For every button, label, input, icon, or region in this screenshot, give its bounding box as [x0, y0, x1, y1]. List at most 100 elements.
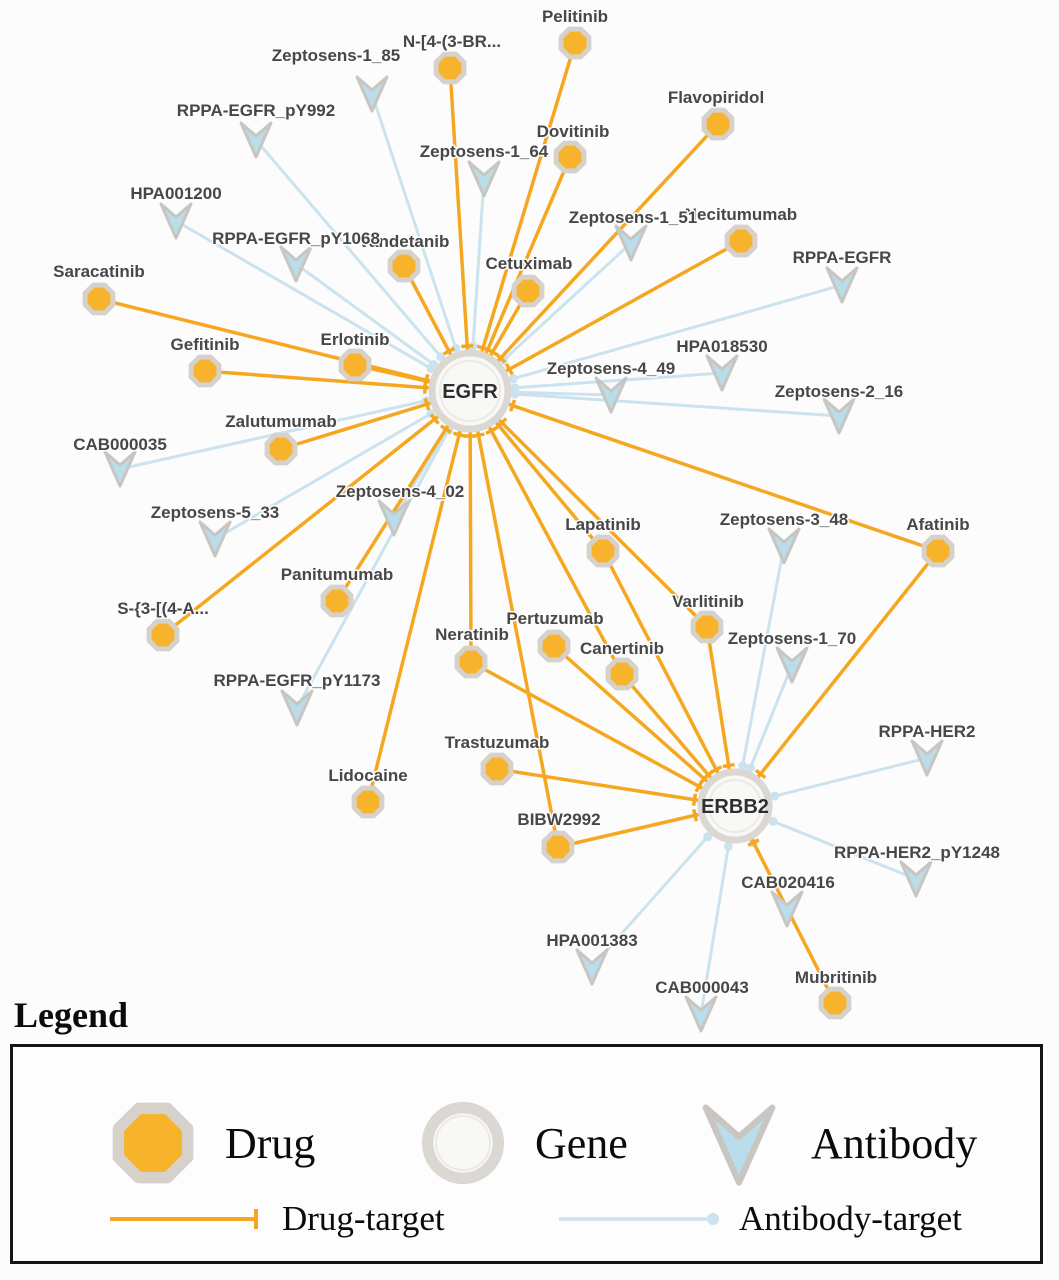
legend-box: Drug Gene Antibody Drug-target Antibody-…: [10, 1044, 1043, 1264]
node-hpa001383[interactable]: [575, 948, 609, 986]
node-flavopiridol[interactable]: [701, 107, 735, 141]
drug-target-tee: [504, 363, 514, 376]
node-dovitinib[interactable]: [553, 140, 587, 174]
node-pertuzumab[interactable]: [537, 629, 571, 663]
node-vandetanib[interactable]: [387, 249, 421, 283]
node-canertinib[interactable]: [605, 657, 639, 691]
legend-gene-label: Gene: [535, 1118, 628, 1168]
node-erbb2[interactable]: [697, 768, 773, 844]
drug-node-icon: [112, 1102, 194, 1184]
node-label: S-{3-[(4-A...: [117, 599, 209, 618]
node-z185[interactable]: [355, 75, 389, 113]
node-lapatinib[interactable]: [586, 534, 620, 568]
drug-target-edge: [448, 67, 474, 392]
node-afatinib[interactable]: [921, 534, 955, 568]
node-gefitinib[interactable]: [188, 354, 222, 388]
legend-item-gene: Gene: [411, 1091, 628, 1195]
node-bibw2992[interactable]: [541, 830, 575, 864]
drug-target-tee: [423, 374, 430, 388]
node-necitumumab[interactable]: [724, 224, 758, 258]
node-z151[interactable]: [614, 224, 648, 262]
node-z402[interactable]: [377, 499, 411, 537]
node-hpa001200[interactable]: [159, 202, 193, 240]
node-z348[interactable]: [767, 527, 801, 565]
node-neratinib[interactable]: [454, 645, 488, 679]
node-s34a[interactable]: [146, 618, 180, 652]
node-z533[interactable]: [198, 520, 232, 558]
drug-target-edge: [468, 390, 624, 675]
node-label: CAB000035: [73, 435, 167, 454]
node-mubritinib[interactable]: [818, 986, 852, 1020]
antibody-chevron-icon: [377, 499, 411, 537]
drug-octagon-icon: [701, 107, 735, 141]
node-label: HPA001200: [130, 184, 221, 203]
drug-octagon-icon: [553, 140, 587, 174]
node-erlotinib[interactable]: [338, 348, 372, 382]
node-pelitinib[interactable]: [558, 26, 592, 60]
node-z164[interactable]: [467, 160, 501, 198]
antibody-chevron-icon: [103, 450, 137, 488]
node-py1248[interactable]: [899, 860, 933, 898]
node-label: Erlotinib: [321, 330, 390, 349]
drug-target-edge: [552, 644, 737, 808]
drug-octagon-icon: [605, 657, 639, 691]
node-cab000035[interactable]: [103, 450, 137, 488]
drug-target-tee: [486, 347, 499, 357]
node-label: RPPA-EGFR_pY1068: [212, 229, 380, 248]
node-label: CAB020416: [741, 873, 835, 892]
antibody-chevron-icon: [684, 995, 718, 1033]
antibody-chevron-icon: [159, 202, 193, 240]
node-label: RPPA-HER2_pY1248: [834, 843, 1000, 862]
antibody-target-line-icon: [559, 1213, 719, 1225]
node-panitumumab[interactable]: [320, 584, 354, 618]
node-label: Pertuzumab: [506, 609, 603, 628]
node-trastuzumab[interactable]: [480, 752, 514, 786]
gene-circle-icon: [428, 349, 512, 433]
node-py992[interactable]: [239, 121, 273, 159]
drug-target-edge: [468, 389, 709, 629]
drug-target-tee: [495, 352, 507, 364]
antibody-chevron-icon: [614, 224, 648, 262]
label-layer: EGFRERBB2PelitinibN-[4-(3-BR...Flavopiri…: [52, 6, 1002, 999]
node-hpa018530[interactable]: [705, 354, 739, 392]
node-z216[interactable]: [822, 397, 856, 435]
node-label: Afatinib: [906, 515, 969, 534]
node-label: BIBW2992: [517, 810, 600, 829]
node-z449[interactable]: [594, 376, 628, 414]
node-label: Dovitinib: [537, 122, 610, 141]
drug-target-tee: [754, 768, 767, 780]
drug-octagon-icon: [480, 752, 514, 786]
antibody-chevron-icon: [198, 520, 232, 558]
antibody-chevron-icon: [822, 397, 856, 435]
node-cab020416[interactable]: [770, 890, 804, 928]
node-label: RPPA-HER2: [879, 722, 976, 741]
node-saracatinib[interactable]: [82, 282, 116, 316]
drug-octagon-icon: [320, 584, 354, 618]
drug-target-tee: [423, 397, 431, 411]
node-label: Vandetanib: [359, 232, 450, 251]
drug-target-tee: [698, 773, 710, 785]
node-lidocaine[interactable]: [351, 785, 385, 819]
drug-target-edge: [469, 239, 742, 393]
node-egfr[interactable]: [428, 349, 512, 433]
node-cetuximab[interactable]: [511, 274, 545, 308]
antibody-chevron-icon: [467, 160, 501, 198]
node-zalutumumab[interactable]: [264, 432, 298, 466]
node-py1173[interactable]: [280, 689, 314, 727]
antibody-chevron-icon: [575, 948, 609, 986]
drug-octagon-icon: [921, 534, 955, 568]
antibody-chevron-icon: [910, 739, 944, 777]
node-cab000043[interactable]: [684, 995, 718, 1033]
node-rppa_egfr[interactable]: [825, 266, 859, 304]
node-label: Zeptosens-1_85: [272, 46, 401, 65]
legend-title: Legend: [14, 995, 129, 1035]
node-varlitinib[interactable]: [690, 610, 724, 644]
node-rppa_her2[interactable]: [910, 739, 944, 777]
node-label: Lapatinib: [565, 515, 641, 534]
legend-antibody-label: Antibody: [811, 1118, 978, 1168]
node-z170[interactable]: [775, 646, 809, 684]
antibody-target-dot: [436, 352, 446, 362]
node-n4br[interactable]: [433, 51, 467, 85]
drug-octagon-icon: [82, 282, 116, 316]
node-py1068[interactable]: [279, 245, 313, 283]
